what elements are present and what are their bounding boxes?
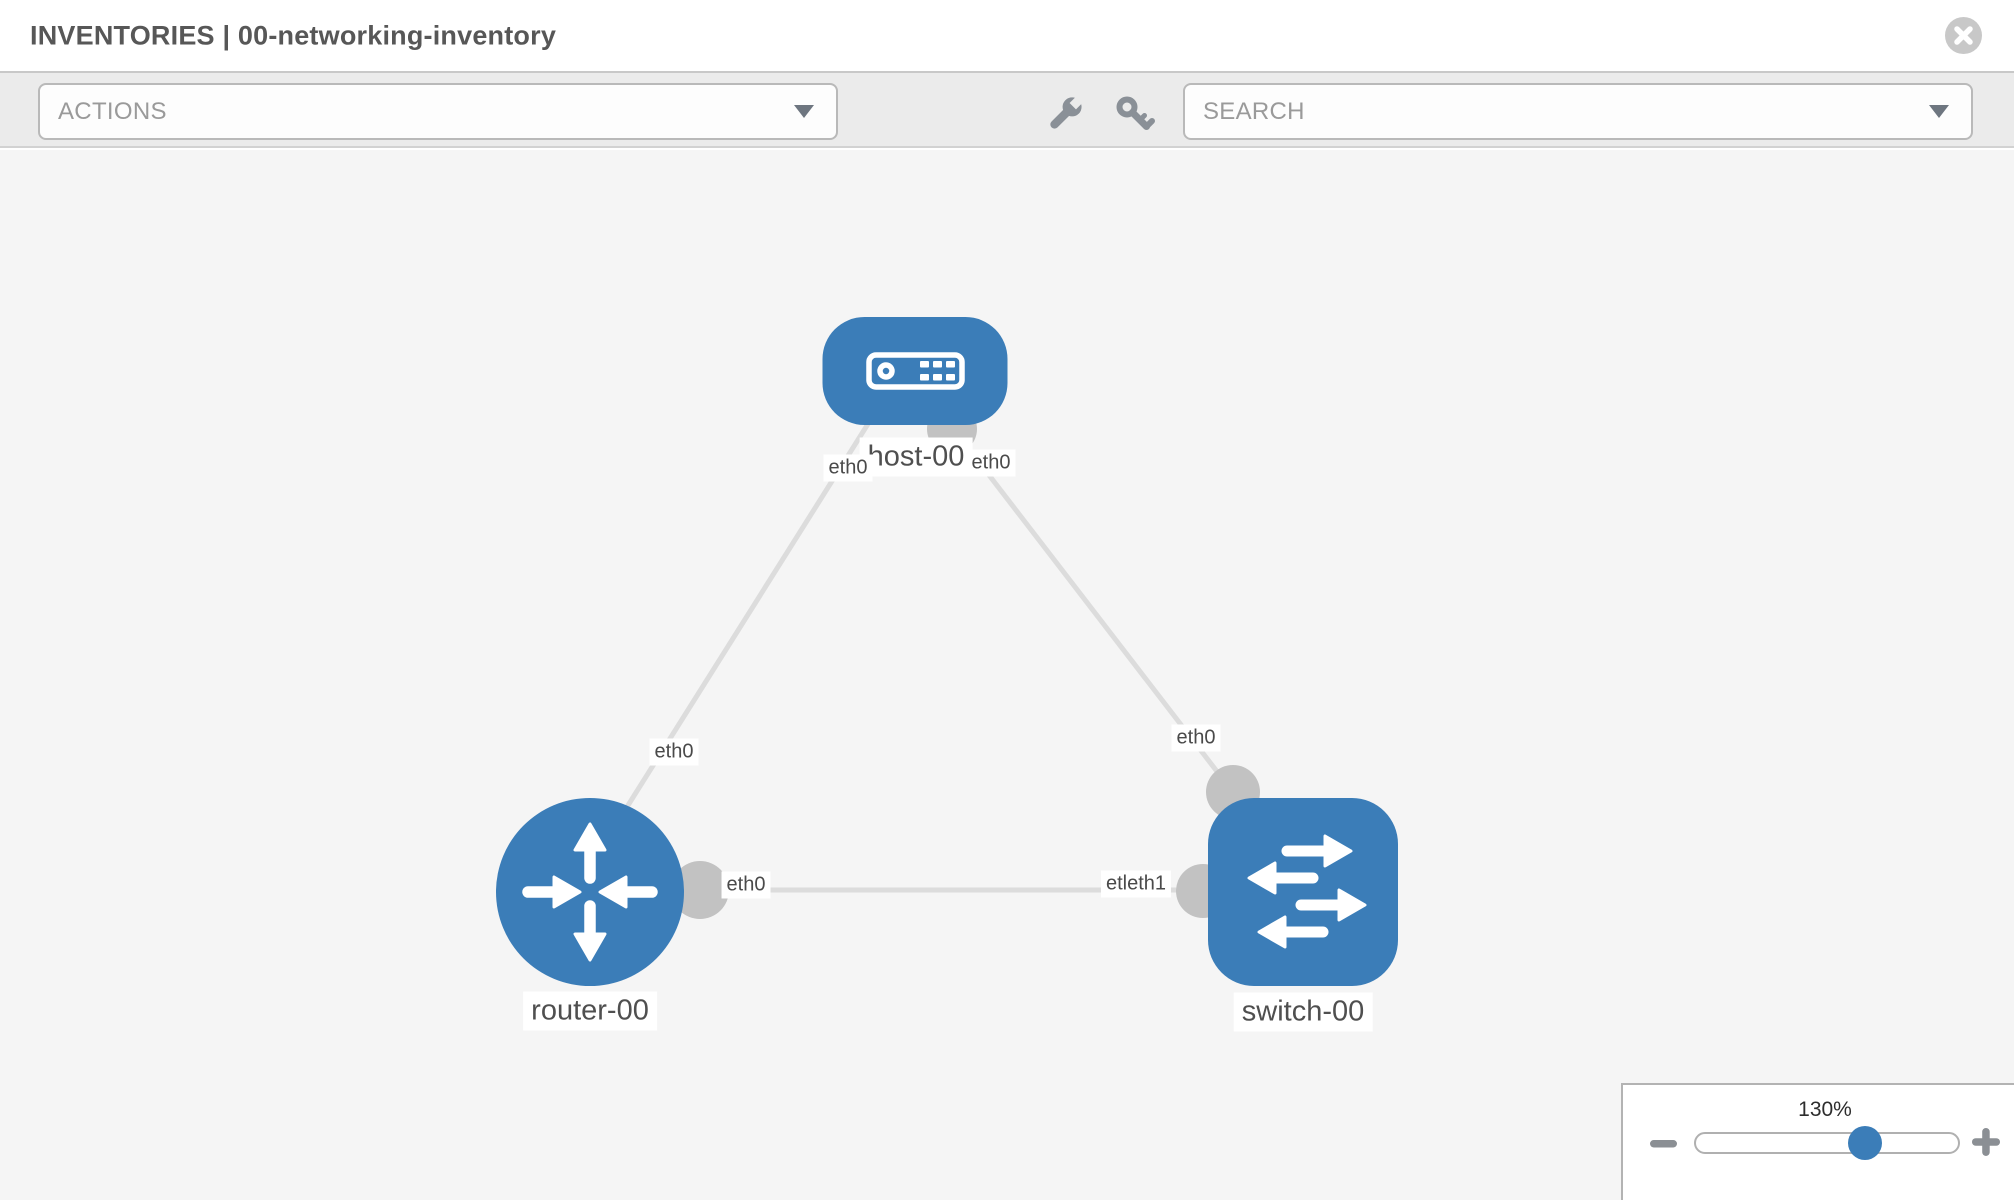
toolbar: ACTIONS SEARCH bbox=[0, 73, 2014, 148]
arrow-head bbox=[1247, 861, 1277, 895]
node-host-00[interactable] bbox=[822, 317, 1008, 425]
close-button[interactable] bbox=[1945, 17, 1982, 54]
zoom-slider-thumb[interactable] bbox=[1848, 1126, 1882, 1160]
zoom-in-button[interactable] bbox=[1971, 1127, 2001, 1160]
wrench-icon bbox=[1050, 95, 1084, 129]
topology-link-host-00-switch-00[interactable] bbox=[939, 411, 1235, 794]
arrow-head bbox=[1323, 834, 1353, 868]
node-switch-00[interactable] bbox=[1208, 798, 1398, 986]
arrow-head bbox=[573, 932, 607, 962]
topology-svg[interactable] bbox=[0, 150, 2014, 1200]
zoom-slider-track[interactable] bbox=[1694, 1132, 1960, 1154]
caret-down-icon bbox=[794, 105, 814, 118]
minus-icon bbox=[1650, 1140, 1677, 1148]
actions-dropdown-label: ACTIONS bbox=[58, 97, 167, 125]
arrow-head bbox=[552, 875, 582, 909]
node-shape[interactable] bbox=[496, 798, 684, 986]
panel-header: INVENTORIES | 00-networking-inventory bbox=[0, 0, 2014, 73]
zoom-out-button[interactable] bbox=[1650, 1136, 1677, 1151]
credentials-button[interactable] bbox=[1112, 92, 1156, 136]
host-port-icon bbox=[933, 361, 942, 368]
node-router-00[interactable] bbox=[496, 798, 684, 986]
arrow-head bbox=[573, 822, 607, 852]
search-placeholder: SEARCH bbox=[1203, 97, 1305, 125]
key-icon bbox=[1116, 96, 1155, 130]
node-shape[interactable] bbox=[822, 317, 1008, 425]
caret-down-icon bbox=[1929, 105, 1949, 118]
arrow-head bbox=[598, 875, 628, 909]
host-led-icon bbox=[877, 362, 895, 380]
arrow-head bbox=[1337, 888, 1367, 922]
configure-button[interactable] bbox=[1043, 92, 1087, 136]
interface-bubble-router-00[interactable] bbox=[671, 861, 729, 919]
host-port-icon bbox=[946, 361, 955, 368]
host-port-icon bbox=[933, 374, 942, 381]
arrow-head bbox=[1257, 915, 1287, 949]
node-shape[interactable] bbox=[1208, 798, 1398, 986]
page-title: INVENTORIES | 00-networking-inventory bbox=[30, 20, 557, 50]
host-device-icon bbox=[866, 352, 965, 390]
zoom-panel: 130% bbox=[1621, 1083, 2014, 1200]
actions-dropdown[interactable]: ACTIONS bbox=[38, 83, 838, 140]
host-port-icon bbox=[920, 361, 929, 368]
plus-icon bbox=[1972, 1128, 2000, 1156]
close-icon bbox=[1945, 17, 1982, 54]
host-port-icon bbox=[946, 374, 955, 381]
host-port-icon bbox=[920, 374, 929, 381]
search-dropdown[interactable]: SEARCH bbox=[1183, 83, 1973, 140]
topology-link-host-00-router-00[interactable] bbox=[612, 405, 881, 829]
zoom-level: 130% bbox=[1798, 1098, 1852, 1121]
